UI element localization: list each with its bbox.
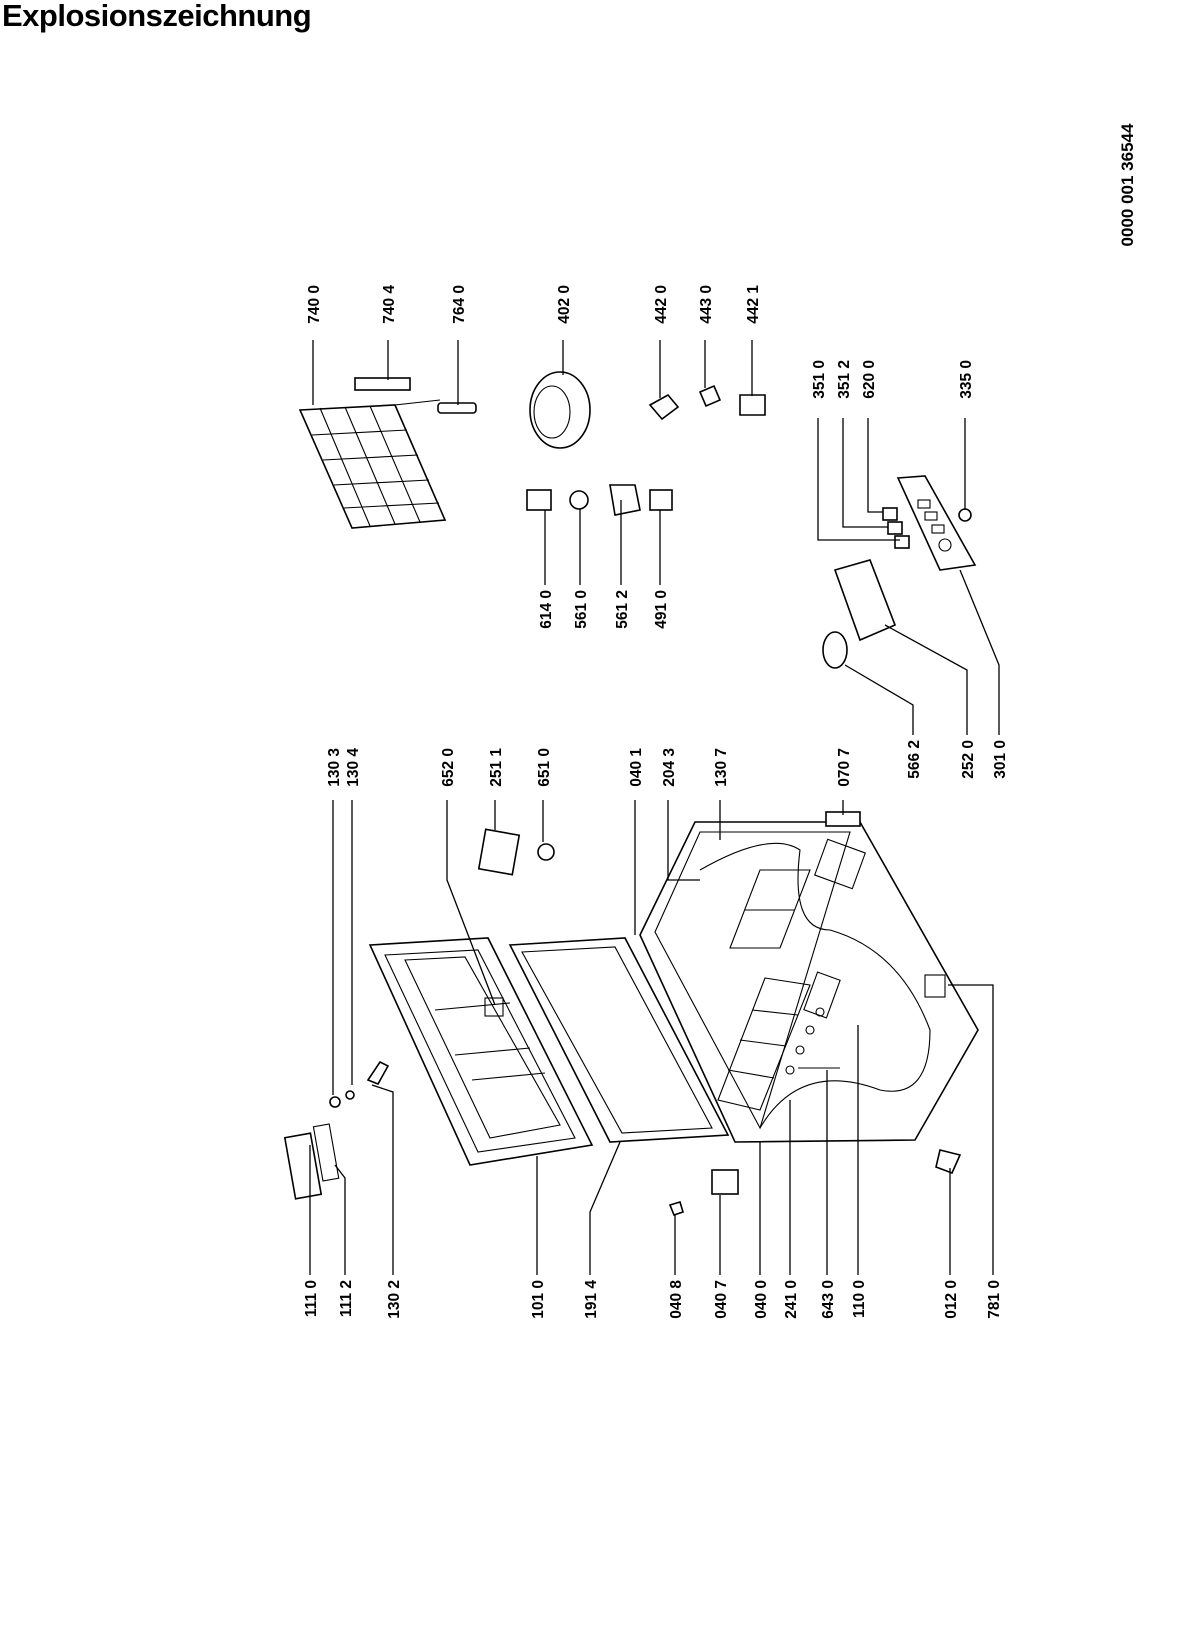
- part-label-7640: 764 0: [451, 285, 468, 324]
- part-control-panel: [896, 475, 977, 571]
- part-label-5662: 566 2: [906, 740, 923, 779]
- part-label-4430: 443 0: [698, 285, 715, 324]
- part-door: [368, 937, 594, 1166]
- part-label-1112: 111 2: [338, 1280, 355, 1317]
- part-label-3512: 351 2: [836, 360, 853, 399]
- part-label-2043: 204 3: [661, 748, 678, 787]
- parts: [283, 371, 979, 1216]
- part-condenser: [298, 399, 447, 529]
- part-label-0401: 040 1: [628, 748, 645, 787]
- part-label-7400: 740 0: [306, 285, 323, 324]
- part-label-6520: 652 0: [440, 748, 457, 787]
- part-label-1914: 191 4: [583, 1280, 600, 1319]
- part-label-6510: 651 0: [536, 748, 553, 787]
- part-labels: 111 0 111 2 130 2 101 0 191 4 040 8 040 7 040 0…: [303, 285, 1009, 1319]
- part-label-0120: 012 0: [943, 1280, 960, 1319]
- part-compressor: [529, 371, 591, 449]
- part-gasket: [508, 937, 730, 1143]
- part-label-1100: 110 0: [851, 1280, 868, 1318]
- part-label-3010: 301 0: [992, 740, 1009, 779]
- part-label-3350: 335 0: [958, 360, 975, 399]
- part-label-7404: 740 4: [381, 285, 398, 324]
- part-label-6140: 614 0: [538, 590, 555, 629]
- part-label-7810: 781 0: [986, 1280, 1003, 1319]
- part-label-0707: 070 7: [836, 748, 853, 787]
- page-title: Explosionszeichnung: [2, 0, 312, 33]
- part-label-1307: 130 7: [713, 748, 730, 787]
- part-label-6200: 620 0: [861, 360, 878, 399]
- part-hinge-cover: [283, 1132, 323, 1200]
- leader-lines: [309, 340, 1000, 1275]
- part-label-1302: 130 2: [386, 1280, 403, 1319]
- part-label-4420: 442 0: [653, 285, 670, 324]
- part-label-1010: 101 0: [530, 1280, 547, 1319]
- part-label-6430: 643 0: [820, 1280, 837, 1319]
- part-label-5612: 561 2: [614, 590, 631, 629]
- part-label-2511: 251 1: [488, 748, 505, 787]
- part-label-5610: 561 0: [573, 590, 590, 629]
- part-thermostat: [833, 559, 897, 642]
- part-label-0407: 040 7: [713, 1280, 730, 1319]
- part-label-2520: 252 0: [960, 740, 977, 779]
- part-label-2410: 241 0: [783, 1280, 800, 1319]
- part-label-3510: 351 0: [811, 360, 828, 399]
- part-cabinet: [639, 811, 979, 1143]
- part-label-4020: 402 0: [556, 285, 573, 324]
- part-label-4910: 491 0: [653, 590, 670, 629]
- part-label-0408: 040 8: [668, 1280, 685, 1319]
- part-label-1304: 130 4: [345, 748, 362, 787]
- part-label-4421: 442 1: [745, 285, 762, 324]
- part-label-1303: 130 3: [326, 748, 343, 787]
- part-label-1110: 111 0: [303, 1280, 320, 1317]
- part-label-0400: 040 0: [753, 1280, 770, 1319]
